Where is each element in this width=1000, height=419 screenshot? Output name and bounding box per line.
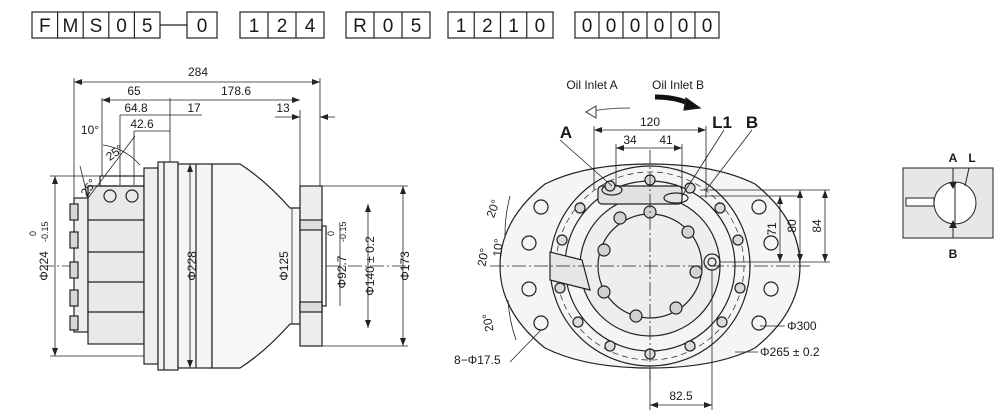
dim-34: 34 — [623, 133, 637, 147]
code-char: 0 — [197, 16, 208, 37]
port-l1-label: L1 — [712, 113, 732, 132]
code-char: 0 — [702, 16, 713, 37]
model-code — [31, 11, 720, 39]
dim-71: 71 — [765, 222, 779, 236]
dim-13: 13 — [276, 101, 290, 115]
dim-120: 120 — [640, 115, 660, 129]
dim-265-callout: Φ265 ± 0.2 — [760, 345, 820, 359]
inner-bolts — [597, 205, 703, 323]
dim-224-group: Φ224 0 -0.15 — [28, 221, 51, 280]
code-char: S — [90, 16, 103, 37]
dim-92-7-group: Φ92.7 0 -0.15 — [326, 221, 349, 288]
dim-228: Φ228 — [185, 251, 199, 281]
code-char: 0 — [383, 16, 394, 37]
dim-224: Φ224 — [37, 251, 51, 281]
dim-84: 84 — [810, 219, 824, 233]
dim-140: Φ140 ± 0.2 — [363, 236, 377, 296]
port-a-label: A — [560, 123, 572, 142]
code-char: 2 — [482, 16, 493, 37]
mounting-holes — [521, 199, 779, 331]
code-char: 1 — [249, 16, 260, 37]
dim-224-tol-up: 0 — [28, 231, 38, 236]
angle-20-mid: 20° — [475, 247, 492, 267]
symbol-l: L — [968, 151, 975, 165]
code-char: F — [39, 16, 51, 37]
side-view-labels: 284 65 178.6 64.8 17 13 42.6 10° 25° 25°… — [28, 65, 412, 296]
code-char: 1 — [508, 16, 519, 37]
code-char: 4 — [305, 16, 316, 37]
angle-25-upper: 25° — [103, 142, 126, 164]
dim-42-6: 42.6 — [130, 117, 154, 131]
oil-inlet-a-label: Oil Inlet A — [566, 78, 617, 92]
symbol-a: A — [949, 151, 958, 165]
dim-92-7-tol-low: -0.15 — [338, 221, 348, 242]
port-arrow-in-icon — [949, 182, 957, 189]
code-box-2 — [186, 11, 218, 39]
angle-20-bottom: 20° — [480, 312, 497, 333]
code-char: 0 — [582, 16, 593, 37]
dim-284: 284 — [188, 65, 208, 79]
front-view-labels: Oil Inlet A Oil Inlet B A L1 B 120 34 41… — [454, 78, 824, 403]
port-b-label: B — [746, 113, 758, 132]
symbol-b: B — [949, 247, 958, 261]
code-box-3 — [239, 11, 325, 39]
code-char: 5 — [411, 16, 422, 37]
code-char: 0 — [654, 16, 665, 37]
dim-65: 65 — [127, 84, 141, 98]
dim-64-8: 64.8 — [124, 101, 148, 115]
port-symbol — [902, 167, 994, 239]
dim-92-7: Φ92.7 — [335, 255, 349, 288]
code-char: 0 — [630, 16, 641, 37]
dim-41: 41 — [659, 133, 673, 147]
dim-80: 80 — [785, 219, 799, 233]
angle-20-top: 20° — [484, 198, 503, 220]
angle-10: 10° — [81, 123, 99, 137]
flow-arrowhead-b-icon — [683, 96, 702, 111]
dim-178-6: 178.6 — [221, 84, 251, 98]
port-arrow-out-icon — [949, 220, 957, 228]
oil-inlet-b-label: Oil Inlet B — [652, 78, 704, 92]
side-view — [40, 78, 410, 371]
front-view — [490, 94, 830, 410]
code-char: R — [353, 16, 367, 37]
angle-10: 10° — [490, 238, 506, 257]
code-char: 0 — [535, 16, 546, 37]
code-char: 0 — [116, 16, 127, 37]
code-box-4 — [345, 11, 431, 39]
dim-173: Φ173 — [398, 251, 412, 281]
dim-92-7-tol-up: 0 — [326, 231, 336, 236]
code-char: 0 — [678, 16, 689, 37]
flow-arrowhead-a-icon — [584, 104, 597, 120]
code-char: 1 — [456, 16, 467, 37]
dim-224-tol-low: -0.15 — [40, 221, 50, 242]
code-char: 0 — [606, 16, 617, 37]
dim-82-5: 82.5 — [669, 389, 693, 403]
code-char: 2 — [277, 16, 288, 37]
dim-300-callout: Φ300 — [787, 319, 817, 333]
port-symbol-labels: A L B — [949, 151, 976, 261]
dim-17: 17 — [187, 101, 201, 115]
dim-125: Φ125 — [277, 251, 291, 281]
code-char: M — [62, 16, 78, 37]
code-char: 5 — [142, 16, 153, 37]
bolt-circle — [554, 174, 746, 360]
hole-callout: 8−Φ17.5 — [454, 353, 501, 367]
